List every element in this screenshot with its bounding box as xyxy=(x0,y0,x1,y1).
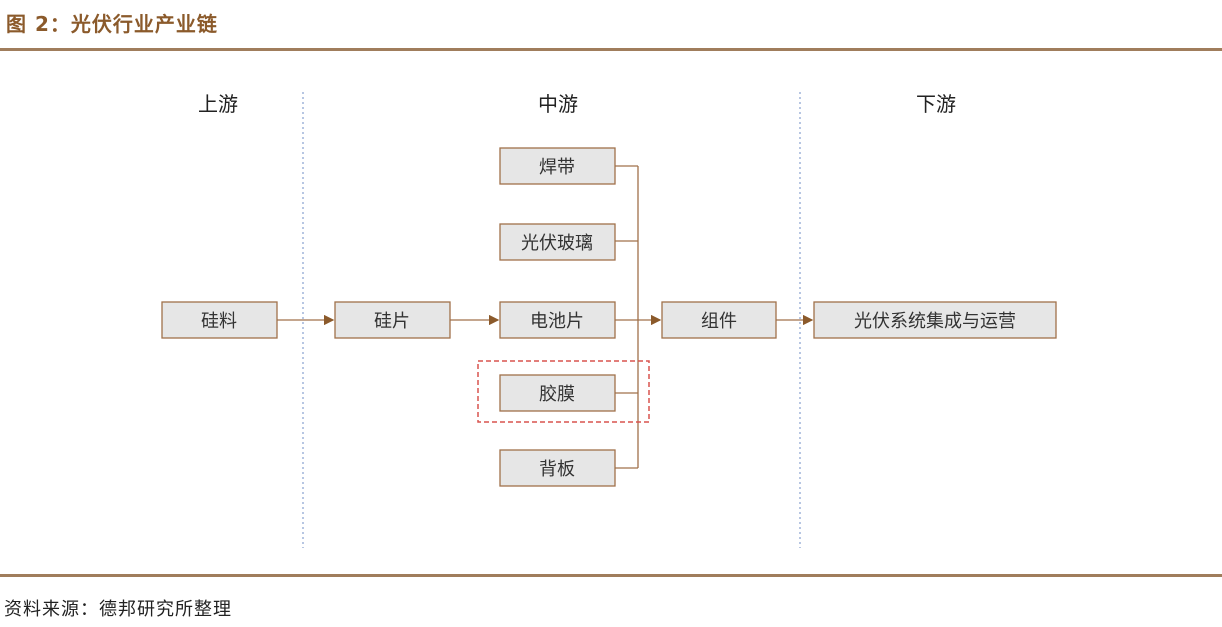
node-system-integration-box xyxy=(813,301,1057,339)
node-cell-box xyxy=(499,301,616,339)
node-silicon-material-box xyxy=(161,301,278,339)
node-system-integration-label: 光伏系统集成与运营 xyxy=(854,311,1016,332)
node-silicon-material-label: 硅料 xyxy=(201,311,237,332)
node-backsheet-box xyxy=(499,449,616,487)
top-rule xyxy=(0,48,1222,51)
source-note: 资料来源：德邦研究所整理 xyxy=(4,599,232,620)
node-module-box xyxy=(661,301,777,339)
node-pv-glass-label: 光伏玻璃 xyxy=(521,233,593,254)
section-downstream: 下游 xyxy=(916,92,956,116)
node-encapsulant-box xyxy=(499,374,616,412)
section-midstream: 中游 xyxy=(538,92,578,116)
node-module-label: 组件 xyxy=(701,311,737,332)
bottom-rule xyxy=(0,574,1222,577)
node-pv-glass-box xyxy=(499,223,616,261)
node-backsheet-label: 背板 xyxy=(539,459,575,480)
material-connectors xyxy=(615,165,639,469)
node-wafer-box xyxy=(334,301,451,339)
node-cell-label: 电池片 xyxy=(530,311,584,332)
section-upstream: 上游 xyxy=(198,92,238,116)
encapsulant-highlight-frame xyxy=(477,360,650,423)
figure-title: 图 2：光伏行业产业链 xyxy=(6,12,218,36)
node-encapsulant-label: 胶膜 xyxy=(539,384,575,405)
node-wafer-label: 硅片 xyxy=(374,311,410,332)
node-ribbon-box xyxy=(499,147,616,185)
node-ribbon-label: 焊带 xyxy=(539,157,575,178)
